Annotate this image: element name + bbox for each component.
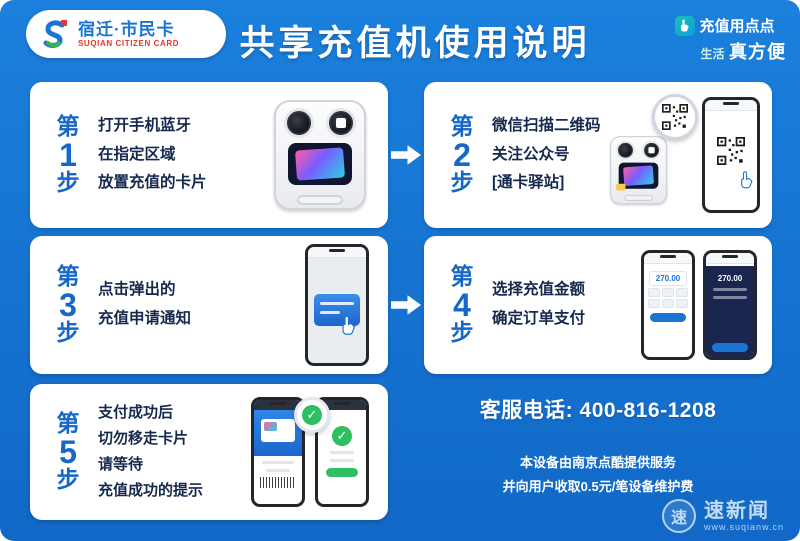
warning-sticker: [616, 183, 626, 191]
phone-header: [706, 253, 754, 264]
arrow-right-icon: [391, 144, 421, 166]
step-card-2: 第 2 步 微信扫描二维码 关注公众号 [通卡驿站]: [424, 82, 772, 228]
phone-mockup-amount-select: 270.00: [641, 250, 695, 360]
done-button: [326, 468, 358, 477]
touch-icon: [674, 15, 695, 36]
hand-point-icon: [739, 171, 755, 190]
hand-point-icon: [340, 315, 358, 337]
service-note-1: 本设备由南京点酷提供服务: [519, 455, 676, 470]
recharge-amount: 270.00: [717, 274, 743, 283]
service-notes: 本设备由南京点酷提供服务 并向用户收取0.5元/笔设备维护费: [424, 451, 772, 499]
watermark-url: www.suqianw.cn: [703, 522, 784, 532]
service-phone-number: 400-816-1208: [579, 399, 717, 422]
step-5-illustration: ✓ ✓: [244, 397, 376, 507]
confirm-button: [650, 313, 686, 322]
citizen-card-image: [295, 147, 345, 181]
step-1-number: 第 1 步: [56, 113, 80, 196]
phone-mockup-wechat-scan: [702, 97, 760, 213]
step-4-illustration: 270.00 270.00: [638, 250, 760, 360]
citizen-card-thumbnail: [261, 419, 295, 442]
news-watermark: 速 速新闻 www.suqianw.cn: [661, 499, 784, 533]
page-title: 共享充值机使用说明: [239, 24, 591, 63]
phone-mockup-order-pay: 270.00: [703, 250, 757, 360]
slogan-line1: 充值用点点: [699, 18, 775, 35]
recharge-notification-card: [314, 294, 360, 326]
machine-card-slot: [288, 143, 352, 185]
brand-name-cn: 宿迁·市民卡: [78, 19, 175, 39]
payment-panel: 270.00: [706, 266, 754, 357]
brand-logo: 宿迁·市民卡 SUQIAN CITIZEN CARD: [26, 10, 226, 58]
barcode-image: [260, 477, 296, 488]
phone-header: [705, 100, 757, 111]
step-card-4: 第 4 步 选择充值金额 确定订单支付 270.00 270.00: [424, 236, 772, 374]
step-2-illustration: [610, 94, 760, 216]
phone-header: [318, 400, 366, 410]
step-card-5: 第 5 步 支付成功后 切勿移走卡片 请等待 充值成功的提示 ✓ ✓: [30, 384, 388, 520]
step-card-1: 第 1 步 打开手机蓝牙 在指定区域 放置充值的卡片: [30, 82, 388, 228]
watermark-text: 速新闻 www.suqianw.cn: [704, 500, 784, 532]
recharge-machine-small-image: [610, 136, 668, 206]
recharge-amount: 270.00: [649, 271, 687, 286]
header-slogan: 充值用点点 生活 真方便: [674, 15, 786, 64]
step-3-description: 点击弹出的 充值申请通知: [98, 281, 192, 327]
card-info-panel: [254, 410, 302, 456]
qr-code-icon: [717, 137, 745, 165]
customer-service-block: 客服电话: 400-816-1208 本设备由南京点酷提供服务 并向用户收取0.…: [424, 394, 772, 499]
step-2-description: 微信扫描二维码 关注公众号 [通卡驿站]: [492, 116, 601, 192]
check-icon: ✓: [332, 426, 352, 446]
pay-button: [712, 343, 748, 352]
step-5-number: 第 5 步: [56, 410, 80, 493]
phone-mockup-notification: [305, 244, 369, 366]
machine-camera-icon: [284, 108, 314, 138]
step-3-number: 第 3 步: [56, 263, 80, 346]
amount-options: [648, 288, 688, 308]
machine-qr-screen-icon: [642, 140, 661, 160]
sunews-logo-icon: 速: [661, 499, 696, 533]
service-note-2: 并向用户收取0.5元/笔设备维护费: [502, 479, 694, 495]
machine-camera-icon: [616, 140, 635, 160]
step-card-3: 第 3 步 点击弹出的 充值申请通知: [30, 236, 388, 374]
phone-header: [308, 247, 366, 258]
slogan-line2: 生活 真方便: [700, 42, 786, 62]
machine-tray: [297, 195, 343, 205]
qr-code-zoom-circle: [652, 94, 698, 140]
service-phone-line: 客服电话: 400-816-1208: [424, 394, 772, 424]
step-2-number: 第 2 步: [450, 113, 474, 196]
recharge-machine-image: [274, 100, 366, 210]
step-4-description: 选择充值金额 确定订单支付: [492, 281, 586, 327]
brand-name-en: SUQIAN CITIZEN CARD: [78, 39, 180, 49]
phone-header: [254, 400, 302, 410]
service-phone-label: 客服电话:: [479, 399, 574, 422]
step-4-number: 第 4 步: [450, 263, 474, 346]
check-icon: ✓: [302, 405, 322, 425]
arrow-right-icon: [391, 294, 421, 316]
phone-header: [644, 253, 692, 264]
qr-code-icon: [662, 104, 688, 130]
step-1-illustration: [264, 95, 376, 215]
brand-text: 宿迁·市民卡 SUQIAN CITIZEN CARD: [78, 20, 179, 49]
watermark-name: 速新闻: [703, 500, 770, 522]
step-1-description: 打开手机蓝牙 在指定区域 放置充值的卡片: [98, 116, 207, 192]
machine-qr-screen-icon: [326, 108, 356, 138]
step-3-illustration: [298, 244, 376, 366]
step-5-description: 支付成功后 切勿移走卡片 请等待 充值成功的提示: [98, 404, 204, 499]
success-zoom-circle: ✓: [294, 397, 330, 433]
brand-logo-mark-icon: [43, 20, 67, 48]
